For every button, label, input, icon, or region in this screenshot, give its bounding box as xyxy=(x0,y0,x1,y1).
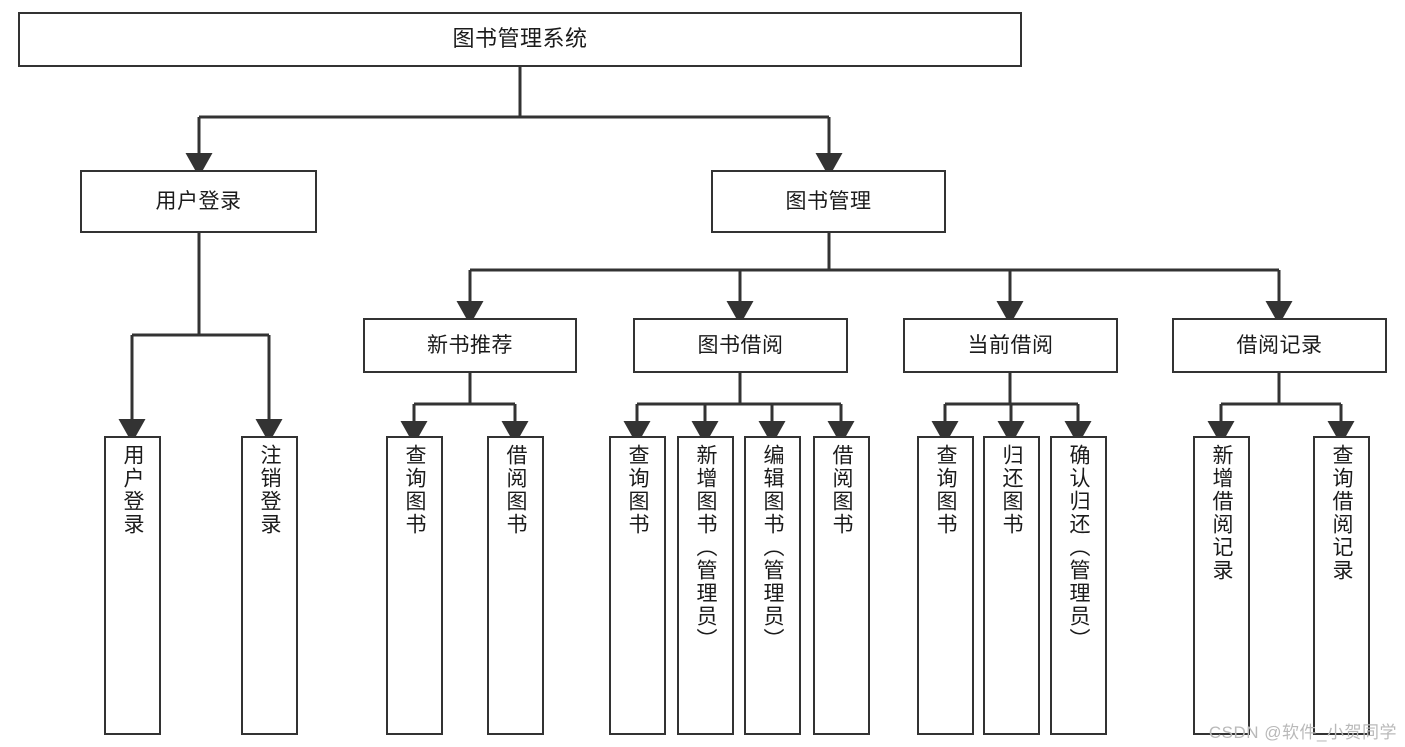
node-leaf-query-book-1[interactable]: 查询图书 xyxy=(386,436,443,735)
node-label: 借阅图书 xyxy=(830,444,853,536)
node-label: 图书管理 xyxy=(785,189,872,213)
watermark-text: CSDN @软件_小贺同学 xyxy=(1208,723,1397,742)
node-leaf-add-record[interactable]: 新增借阅记录 xyxy=(1193,436,1250,735)
node-leaf-edit-book[interactable]: 编辑图书（管理员） xyxy=(744,436,801,735)
node-leaf-borrow-book-2[interactable]: 借阅图书 xyxy=(813,436,870,735)
node-user-login[interactable]: 用户登录 xyxy=(80,170,317,233)
node-leaf-logout-login[interactable]: 注销登录 xyxy=(241,436,298,735)
node-label: 确认归还（管理员） xyxy=(1067,444,1090,651)
node-label: 借阅记录 xyxy=(1236,333,1323,357)
node-leaf-return-book[interactable]: 归还图书 xyxy=(983,436,1040,735)
node-new-book-recommend[interactable]: 新书推荐 xyxy=(363,318,577,373)
node-leaf-user-login[interactable]: 用户登录 xyxy=(104,436,161,735)
node-book-management-system[interactable]: 图书管理系统 xyxy=(18,12,1022,67)
node-book-borrow[interactable]: 图书借阅 xyxy=(633,318,848,373)
node-leaf-confirm-return[interactable]: 确认归还（管理员） xyxy=(1050,436,1107,735)
node-label: 用户登录 xyxy=(121,444,144,536)
node-label: 查询图书 xyxy=(403,444,426,536)
node-label: 查询借阅记录 xyxy=(1330,444,1353,582)
node-label: 编辑图书（管理员） xyxy=(761,444,784,651)
node-label: 归还图书 xyxy=(1000,444,1023,536)
node-leaf-add-book[interactable]: 新增图书（管理员） xyxy=(677,436,734,735)
node-label: 新增图书（管理员） xyxy=(694,444,717,651)
node-label: 借阅图书 xyxy=(504,444,527,536)
node-label: 用户登录 xyxy=(155,189,242,213)
node-leaf-query-record[interactable]: 查询借阅记录 xyxy=(1313,436,1370,735)
node-leaf-query-book-2[interactable]: 查询图书 xyxy=(609,436,666,735)
node-book-management[interactable]: 图书管理 xyxy=(711,170,946,233)
node-label: 图书借阅 xyxy=(697,333,784,357)
node-leaf-borrow-book-1[interactable]: 借阅图书 xyxy=(487,436,544,735)
node-borrow-record[interactable]: 借阅记录 xyxy=(1172,318,1387,373)
node-label: 查询图书 xyxy=(934,444,957,536)
node-label: 图书管理系统 xyxy=(452,26,588,52)
node-label: 当前借阅 xyxy=(967,333,1054,357)
node-label: 新书推荐 xyxy=(427,333,513,357)
node-label: 查询图书 xyxy=(626,444,649,536)
node-label: 注销登录 xyxy=(258,444,281,536)
node-label: 新增借阅记录 xyxy=(1210,444,1233,582)
node-leaf-query-book-3[interactable]: 查询图书 xyxy=(917,436,974,735)
node-current-borrow[interactable]: 当前借阅 xyxy=(903,318,1118,373)
